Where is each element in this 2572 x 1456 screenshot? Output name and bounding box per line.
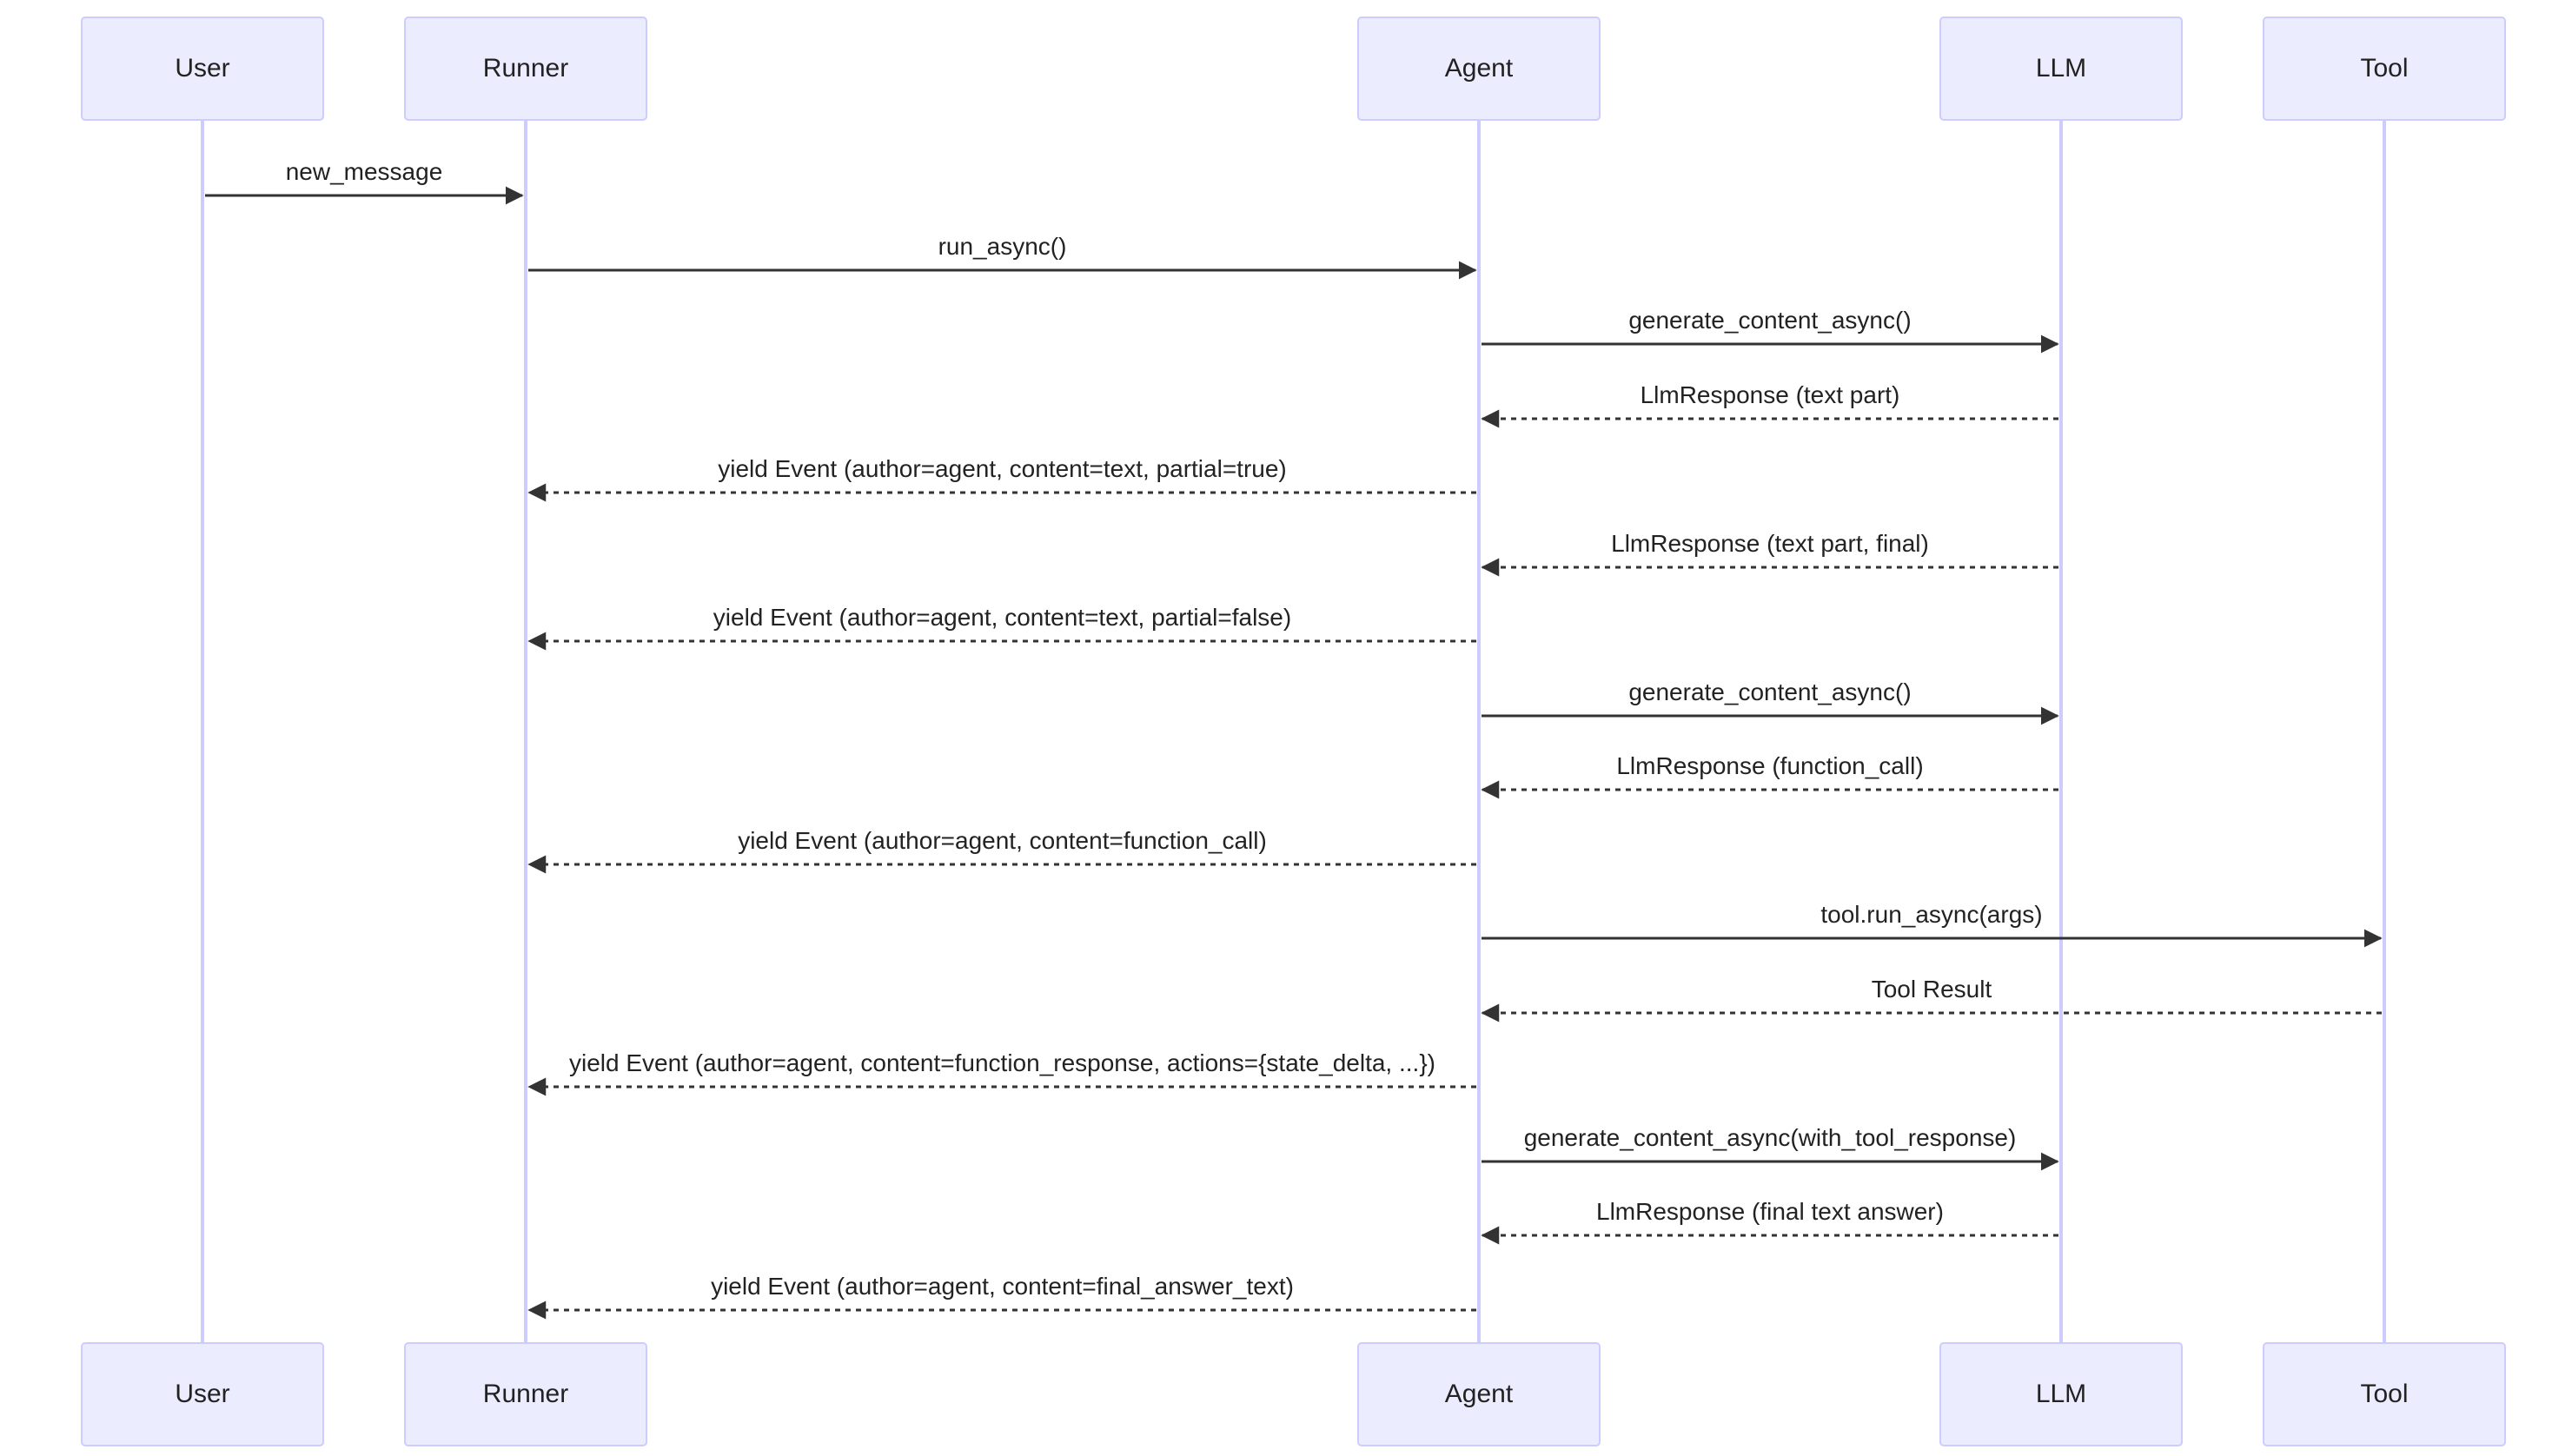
- actor-label: Runner: [483, 54, 568, 83]
- message-label: yield Event (author=agent, content=text,…: [713, 604, 1291, 631]
- message-label: yield Event (author=agent, content=final…: [711, 1273, 1294, 1300]
- message-label: generate_content_async(): [1628, 307, 1911, 334]
- message-12: Tool Result: [1481, 976, 2382, 1023]
- message-4: LlmResponse (text part): [1481, 381, 2058, 428]
- message-7: yield Event (author=agent, content=text,…: [527, 604, 1476, 651]
- message-label: generate_content_async(with_tool_respons…: [1524, 1124, 2017, 1151]
- actor-runner-bottom: Runner: [404, 1342, 647, 1446]
- message-10: yield Event (author=agent, content=funct…: [527, 827, 1476, 874]
- actor-box: [81, 1342, 324, 1446]
- actor-tool-bottom: Tool: [2263, 1342, 2506, 1446]
- actor-label: Runner: [483, 1380, 568, 1408]
- message-6: LlmResponse (text part, final): [1481, 530, 2058, 577]
- actors-bottom: User Runner Agent LLM Tool: [81, 1342, 2506, 1446]
- message-label: LlmResponse (final text answer): [1596, 1198, 1944, 1225]
- message-11: tool.run_async(args): [1482, 901, 2383, 948]
- actor-user-top: User: [81, 17, 324, 121]
- lifelines: [201, 120, 2386, 1343]
- message-14: generate_content_async(with_tool_respons…: [1482, 1124, 2059, 1171]
- actor-box: [81, 17, 324, 121]
- actor-box: [1939, 17, 2183, 121]
- message-9: LlmResponse (function_call): [1481, 752, 2058, 799]
- actor-agent-bottom: Agent: [1357, 1342, 1601, 1446]
- message-16: yield Event (author=agent, content=final…: [527, 1273, 1476, 1320]
- actor-label: LLM: [2036, 54, 2086, 83]
- actor-box: [1357, 1342, 1601, 1446]
- actors-top: User Runner Agent LLM Tool: [81, 17, 2506, 121]
- message-label: yield Event (author=agent, content=funct…: [738, 827, 1267, 854]
- message-label: yield Event (author=agent, content=funct…: [569, 1049, 1435, 1076]
- actor-label: Agent: [1445, 1380, 1514, 1408]
- actor-tool-top: Tool: [2263, 17, 2506, 121]
- message-3: generate_content_async(): [1482, 307, 2059, 354]
- message-5: yield Event (author=agent, content=text,…: [527, 455, 1476, 502]
- messages: new_message run_async() generate_content_a…: [205, 158, 2383, 1320]
- actor-label: User: [175, 54, 229, 83]
- actor-box: [2263, 1342, 2506, 1446]
- actor-box: [2263, 17, 2506, 121]
- actor-label: Tool: [2360, 54, 2408, 83]
- message-2: run_async(): [528, 233, 1477, 280]
- actor-box: [404, 1342, 647, 1446]
- actor-label: LLM: [2036, 1380, 2086, 1408]
- message-label: new_message: [286, 158, 443, 185]
- message-15: LlmResponse (final text answer): [1481, 1198, 2058, 1245]
- actor-llm-bottom: LLM: [1939, 1342, 2183, 1446]
- actor-label: User: [175, 1380, 229, 1408]
- actor-box: [404, 17, 647, 121]
- actor-box: [1357, 17, 1601, 121]
- message-8: generate_content_async(): [1482, 678, 2059, 725]
- message-label: LlmResponse (text part): [1641, 381, 1900, 408]
- message-13: yield Event (author=agent, content=funct…: [527, 1049, 1476, 1096]
- actor-user-bottom: User: [81, 1342, 324, 1446]
- message-label: yield Event (author=agent, content=text,…: [718, 455, 1287, 482]
- message-label: run_async(): [938, 233, 1067, 260]
- actor-runner-top: Runner: [404, 17, 647, 121]
- message-label: LlmResponse (text part, final): [1611, 530, 1929, 557]
- actor-label: Agent: [1445, 54, 1514, 83]
- message-label: LlmResponse (function_call): [1616, 752, 1923, 779]
- message-label: generate_content_async(): [1628, 678, 1911, 705]
- actor-agent-top: Agent: [1357, 17, 1601, 121]
- actor-label: Tool: [2360, 1380, 2408, 1408]
- message-label: Tool Result: [1872, 976, 1992, 1003]
- actor-box: [1939, 1342, 2183, 1446]
- message-1: new_message: [205, 158, 524, 205]
- actor-llm-top: LLM: [1939, 17, 2183, 121]
- message-label: tool.run_async(args): [1820, 901, 2042, 928]
